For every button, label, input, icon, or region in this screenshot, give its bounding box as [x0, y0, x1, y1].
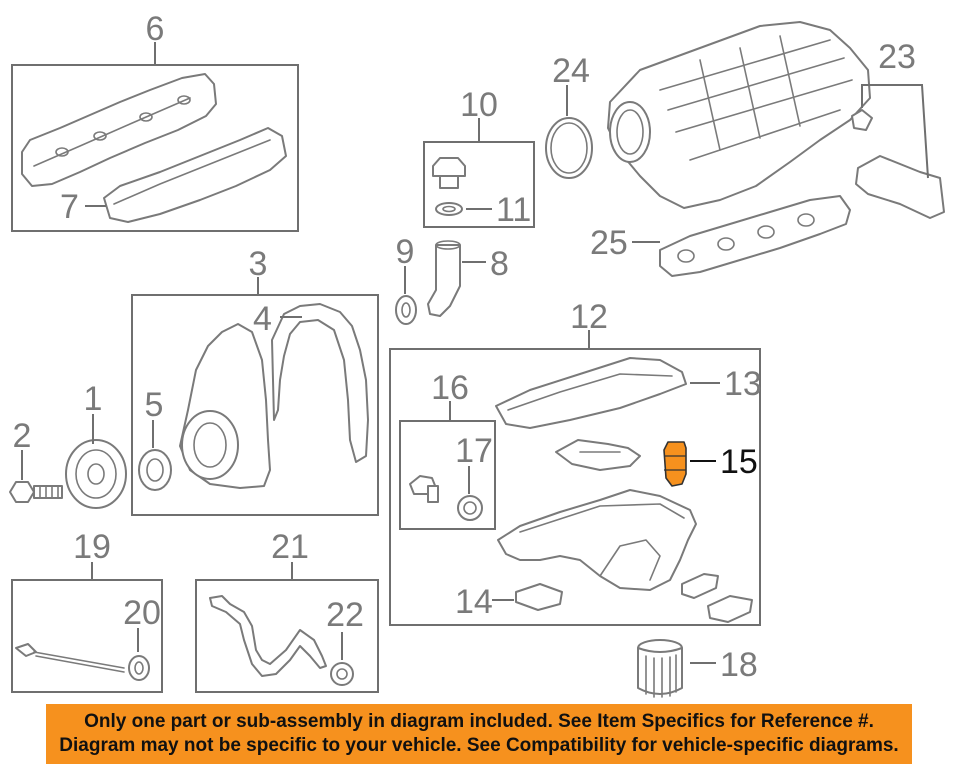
callout-14: 14	[455, 583, 493, 621]
oil-filter-part	[637, 639, 683, 698]
oil-pan-group-box	[389, 348, 761, 626]
callout-6: 6	[146, 10, 165, 48]
callout-16: 16	[431, 369, 469, 407]
harmonic-balancer-part	[65, 439, 127, 509]
callout-2: 2	[13, 417, 32, 455]
dipstick-seal-part	[128, 655, 150, 681]
callout-12: 12	[570, 298, 608, 336]
callout-22: 22	[326, 596, 364, 634]
callout-13: 13	[724, 365, 762, 403]
timing-cover-gasket-part	[271, 303, 369, 463]
callout-15: 15	[720, 443, 758, 481]
balancer-bolt-part	[9, 481, 63, 503]
callout-4: 4	[253, 300, 272, 338]
throttle-body-gasket-part	[545, 117, 593, 179]
cap-seal-part	[435, 202, 463, 216]
timing-cover-group-box	[131, 294, 379, 516]
callout-25: 25	[590, 224, 628, 262]
callout-9: 9	[396, 233, 415, 271]
callout-21: 21	[271, 528, 309, 566]
pan-cover-gasket-part	[515, 583, 563, 611]
callout-10: 10	[460, 86, 498, 124]
intake-manifold-gasket-part	[659, 195, 851, 277]
dipstick-group-box	[11, 579, 163, 693]
callout-8: 8	[490, 245, 509, 283]
bolt-seal-subgroup-box	[399, 420, 496, 530]
disclaimer-line-1: Only one part or sub-assembly in diagram…	[84, 711, 874, 732]
timing-cover-part	[179, 323, 271, 489]
oil-filler-tube-part	[427, 240, 461, 317]
callout-19: 19	[73, 528, 111, 566]
callout-20: 20	[123, 594, 161, 632]
tube-seal-part	[395, 295, 417, 325]
front-seal-part	[138, 449, 172, 491]
manifold-small-part	[851, 109, 873, 131]
leader-23	[861, 84, 929, 179]
oil-pan-gasket-part	[495, 357, 687, 429]
valve-cover-part	[21, 73, 217, 187]
callout-3: 3	[249, 245, 268, 283]
oil-filter-adapter-highlighted-part	[663, 441, 687, 487]
callout-18: 18	[720, 646, 758, 684]
dipstick-tube-seal-part	[330, 662, 354, 686]
oil-pan-cover-bracket-part	[707, 595, 753, 623]
valve-cover-gasket-part	[103, 127, 287, 223]
manifold-end-cover-part	[855, 155, 945, 219]
callout-1: 1	[84, 380, 103, 418]
oil-pan-cover-part	[681, 573, 719, 599]
dipstick-tube-group-box	[195, 579, 379, 693]
disclaimer-banner: Only one part or sub-assembly in diagram…	[46, 704, 912, 764]
callout-11: 11	[496, 191, 531, 229]
callout-17: 17	[455, 432, 493, 470]
oil-filler-cap-part	[432, 157, 466, 189]
pump-bolt-part	[409, 475, 439, 503]
pump-seal-part	[457, 495, 483, 521]
dipstick-part	[15, 643, 125, 673]
dipstick-tube-part	[209, 595, 327, 677]
callout-7: 7	[60, 188, 79, 226]
callout-5: 5	[145, 386, 164, 424]
disclaimer-line-2: Diagram may not be specific to your vehi…	[59, 735, 899, 756]
callout-23: 23	[878, 38, 916, 76]
oil-pan-part	[497, 489, 697, 591]
callout-24: 24	[552, 52, 590, 90]
oil-pump-screen-part	[555, 439, 641, 471]
intake-manifold-part	[607, 21, 871, 209]
